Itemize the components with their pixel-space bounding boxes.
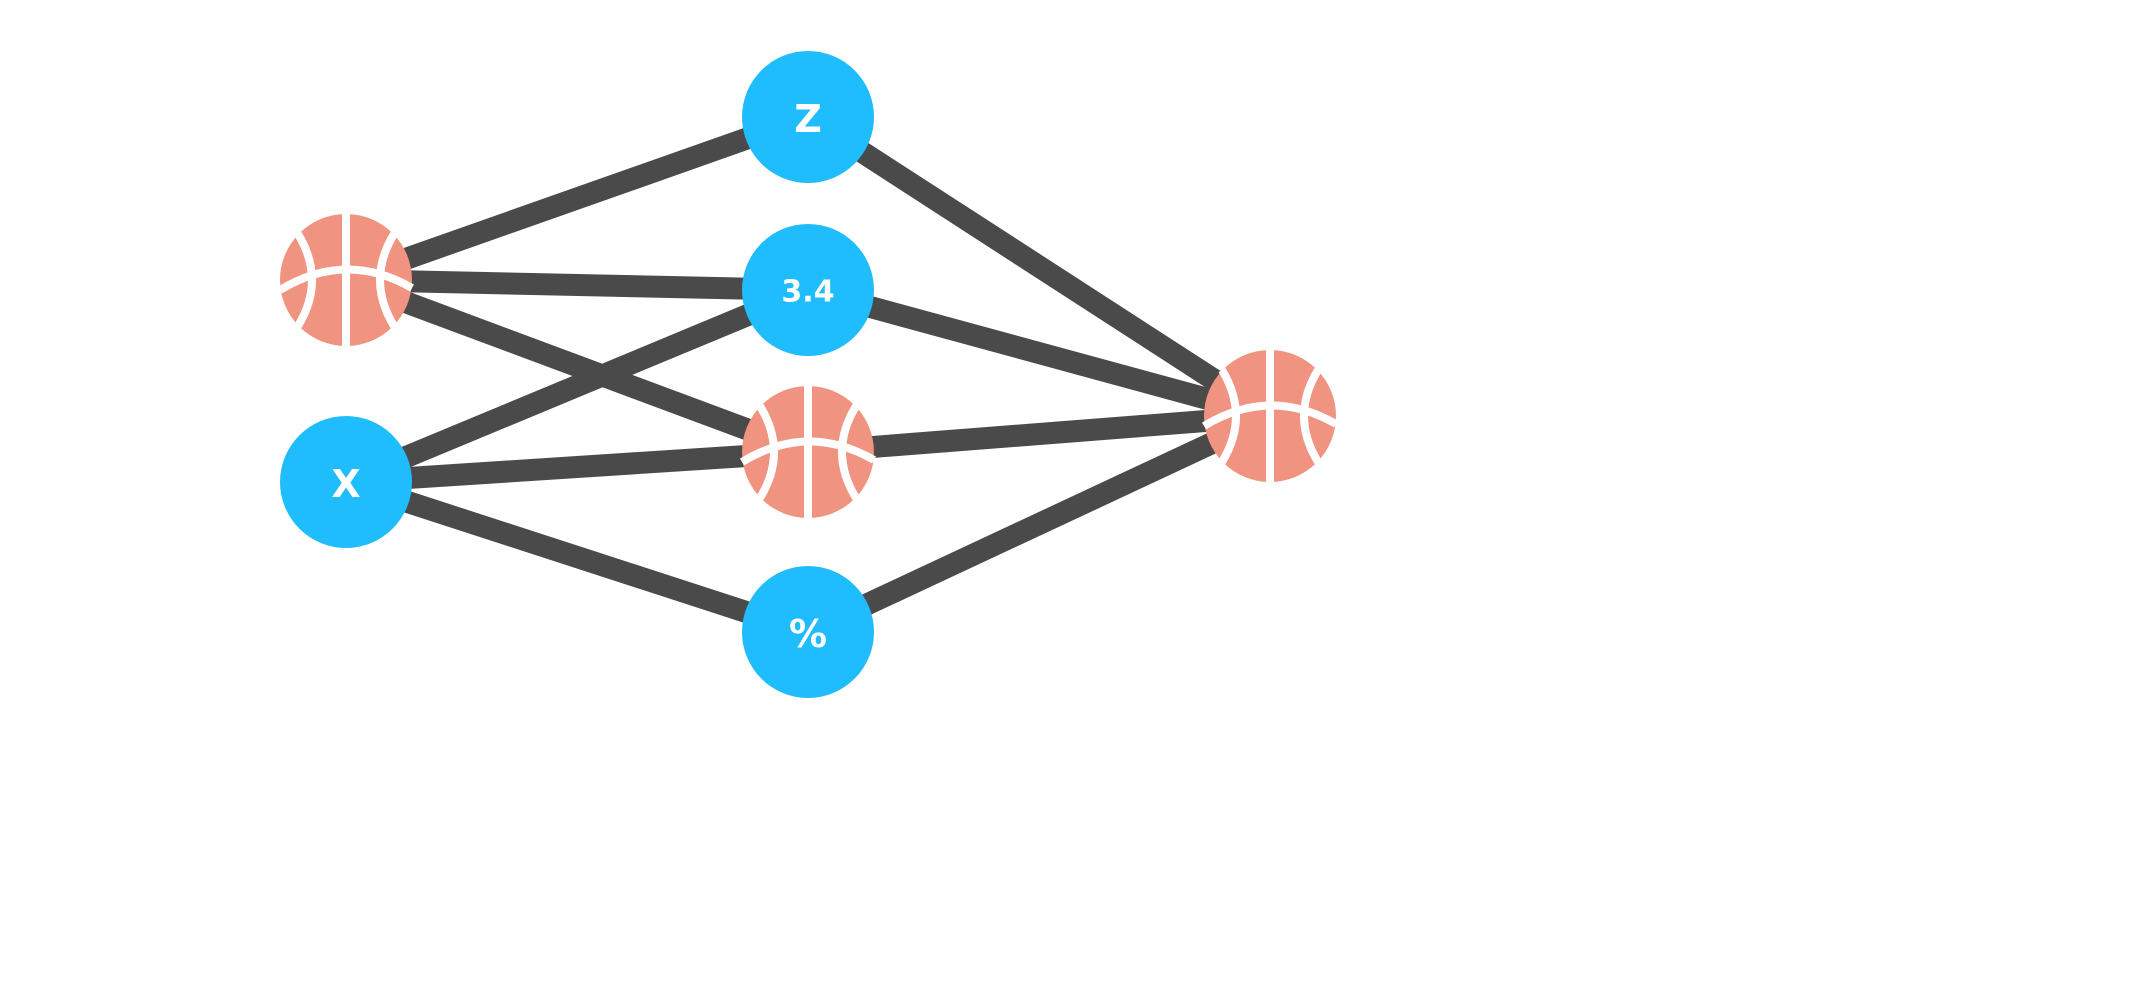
- data-node-circle: [742, 224, 874, 356]
- edge-ball_left-z: [342, 106, 812, 291]
- node-ball_left[interactable]: [277, 214, 414, 346]
- edge-z-ball_right: [802, 107, 1276, 426]
- node-label-num: 3.4: [781, 275, 834, 310]
- edge-pct-ball_right: [803, 406, 1275, 642]
- node-x[interactable]: X: [280, 416, 412, 548]
- node-pct[interactable]: %: [742, 566, 874, 698]
- basketball-seams: [1201, 350, 1338, 482]
- node-ball_mid[interactable]: [739, 386, 876, 518]
- node-label-x: X: [331, 462, 360, 506]
- edge-ball_left-ball_mid: [342, 269, 812, 463]
- edge-ball_mid-ball_right: [807, 405, 1271, 463]
- edge-x-pct: [342, 471, 812, 643]
- node-num[interactable]: 3.4: [742, 224, 874, 356]
- edge-ball_left-num: [345, 269, 809, 301]
- edge-x-ball_mid: [345, 441, 809, 493]
- edges: [341, 106, 1276, 643]
- node-label-pct: %: [789, 612, 827, 656]
- basketball-seams: [739, 386, 876, 518]
- data-node-circle: [280, 416, 412, 548]
- node-label-z: Z: [794, 97, 822, 141]
- edge-num-ball_right: [805, 279, 1273, 427]
- node-z[interactable]: Z: [742, 51, 874, 183]
- nodes: X Z 3.4%: [277, 51, 1338, 698]
- basketball-seams: [277, 214, 414, 346]
- data-node-circle: [742, 566, 874, 698]
- data-node-circle: [742, 51, 874, 183]
- edge-x-num: [341, 279, 813, 493]
- node-ball_right[interactable]: [1201, 350, 1338, 482]
